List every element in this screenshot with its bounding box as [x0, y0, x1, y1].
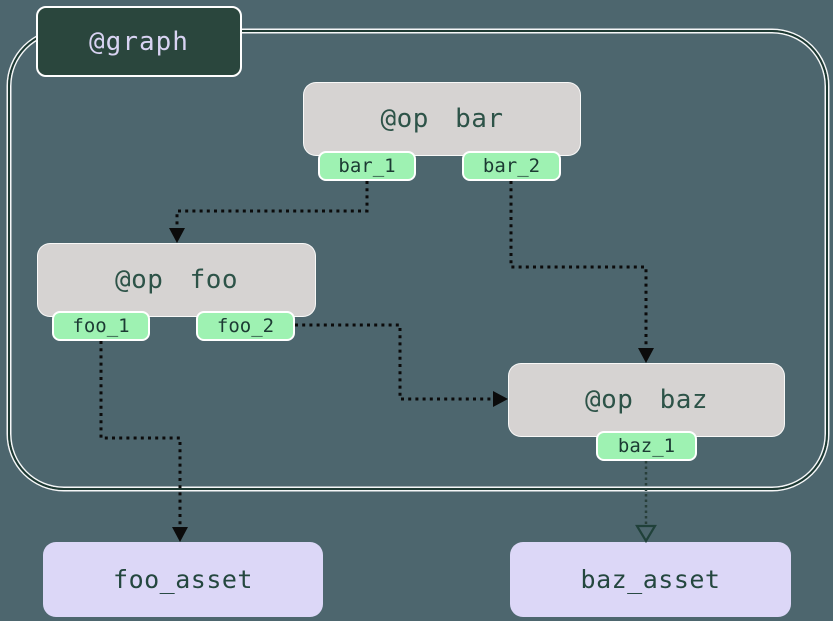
op-node-foo: @op foo — [37, 243, 316, 317]
output-badge-bar-2: bar_2 — [462, 151, 561, 181]
output-badge-baz-1-label: baz_1 — [617, 435, 676, 457]
graph-boundary — [8, 30, 828, 490]
asset-baz-label: baz_asset — [580, 565, 721, 594]
op-foo-label: @op foo — [114, 265, 239, 295]
graph-label-box: @graph — [36, 6, 242, 77]
graph-label: @graph — [89, 26, 189, 57]
output-badge-foo-1: foo_1 — [52, 311, 150, 341]
arrowhead-open-down-icon — [635, 524, 657, 544]
output-badge-foo-2-label: foo_2 — [216, 315, 275, 337]
asset-node-foo-asset: foo_asset — [43, 542, 323, 617]
output-badge-bar-1: bar_1 — [318, 151, 416, 181]
output-badge-bar-2-label: bar_2 — [482, 155, 541, 177]
output-badge-foo-1-label: foo_1 — [72, 315, 130, 337]
op-node-baz: @op baz — [508, 363, 785, 437]
arrowhead-down-icon — [172, 527, 188, 542]
asset-node-baz-asset: baz_asset — [510, 542, 791, 617]
op-bar-label: @op bar — [380, 104, 504, 134]
output-badge-foo-2: foo_2 — [196, 311, 295, 341]
output-badge-baz-1: baz_1 — [596, 431, 697, 461]
op-baz-label: @op baz — [584, 385, 709, 415]
asset-foo-label: foo_asset — [113, 565, 253, 594]
op-node-bar: @op bar — [303, 82, 581, 156]
output-badge-bar-1-label: bar_1 — [338, 155, 396, 177]
